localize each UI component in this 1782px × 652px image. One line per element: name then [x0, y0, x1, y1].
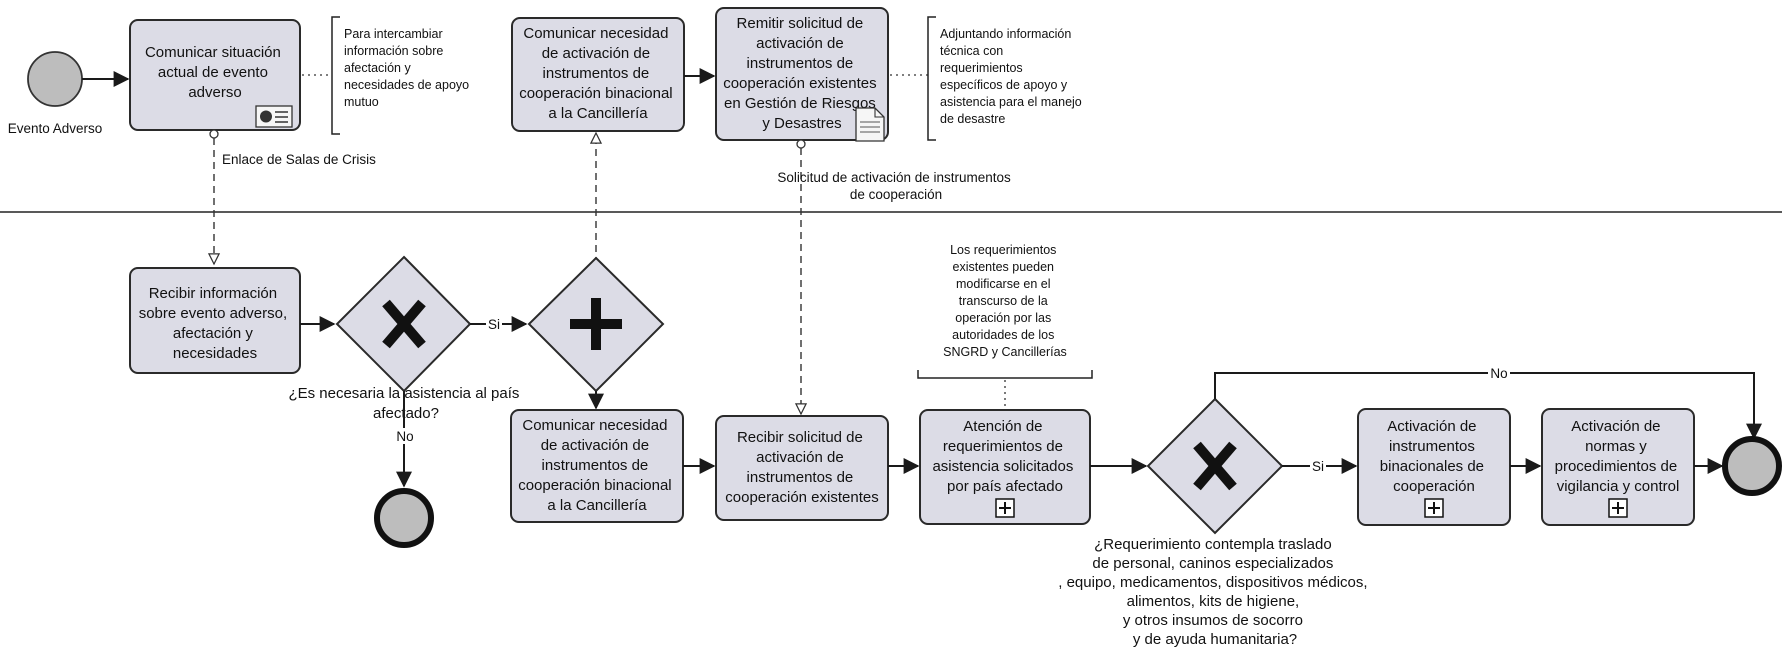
- flow-no-label-bg: [394, 428, 416, 444]
- message-flow-1: [210, 129, 218, 264]
- annotation-2-bracket: [927, 16, 936, 141]
- task-t5-text: Comunicar necesidad de activación de ins…: [518, 417, 676, 514]
- annotation-3-bracket: [917, 370, 1093, 379]
- task-comunicar-necesidad-top[interactable]: [511, 17, 685, 132]
- message-flow-3: [797, 139, 805, 414]
- task-t4-text: Recibir información sobre evento adverso…: [139, 285, 292, 362]
- annotation-1-bracket: [331, 16, 340, 135]
- subprocess-expand-icon-t8[interactable]: [1424, 498, 1444, 518]
- subprocess-expand-icon-t9[interactable]: [1608, 498, 1628, 518]
- gateway-1-question: ¿Es necesaria la asistencia al país afec…: [288, 385, 523, 422]
- task-t2-text: Comunicar necesidad de activación de ins…: [519, 25, 677, 122]
- task-t3-text: Remitir solicitud de activación de instr…: [723, 15, 881, 132]
- document-icon: [855, 107, 885, 142]
- start-event-label: Evento Adverso: [8, 121, 103, 136]
- start-event[interactable]: [27, 51, 83, 107]
- flow-g1-yes-label: Si: [488, 317, 500, 332]
- end-event-1[interactable]: [374, 488, 434, 548]
- gateway-3-question: ¿Requerimiento contempla traslado de per…: [1058, 536, 1372, 648]
- message-flow-1-label: Enlace de Salas de Crisis: [222, 152, 376, 167]
- annotation-3-text: Los requerimientos existentes pueden mod…: [943, 243, 1067, 359]
- task-recibir-solicitud[interactable]: [715, 415, 889, 521]
- flow-g3-no-label-bg: [1488, 365, 1510, 381]
- task-t7-text: Atención de requerimientos de asistencia…: [932, 418, 1077, 495]
- message-card-icon: [255, 105, 293, 128]
- task-recibir-informacion[interactable]: [129, 267, 301, 374]
- task-t6-text: Recibir solicitud de activación de instr…: [725, 429, 878, 506]
- annotation-2-text: Adjuntando información técnica con reque…: [940, 27, 1085, 126]
- gateway-2-plus-icon: [570, 298, 622, 350]
- task-t9-text: Activación de normas y procedimientos de…: [1555, 418, 1682, 495]
- message-flow-3-label: Solicitud de activación de instrumentos …: [777, 170, 1014, 202]
- flow-g3-no-label: No: [1490, 366, 1507, 381]
- flow-yes-label-bg: [486, 316, 502, 332]
- flow-g3-yes-label: Si: [1312, 459, 1324, 474]
- task-t8-text: Activación de instrumentos binacionales …: [1380, 418, 1488, 495]
- end-event-2[interactable]: [1722, 436, 1782, 496]
- task-t1-text: Comunicar situación actual de evento adv…: [145, 44, 285, 101]
- subprocess-expand-icon-t7[interactable]: [995, 498, 1015, 518]
- flow-g1-no-label: No: [396, 429, 413, 444]
- annotation-1-text: Para intercambiar información sobre afec…: [344, 27, 473, 109]
- message-flow-2: [592, 133, 600, 273]
- gateway-1-x-icon: [382, 299, 426, 349]
- flow-g3-yes-label-bg: [1310, 458, 1326, 474]
- gateway-3-x-icon: [1193, 441, 1237, 491]
- flow-g3-no: [1214, 372, 1762, 440]
